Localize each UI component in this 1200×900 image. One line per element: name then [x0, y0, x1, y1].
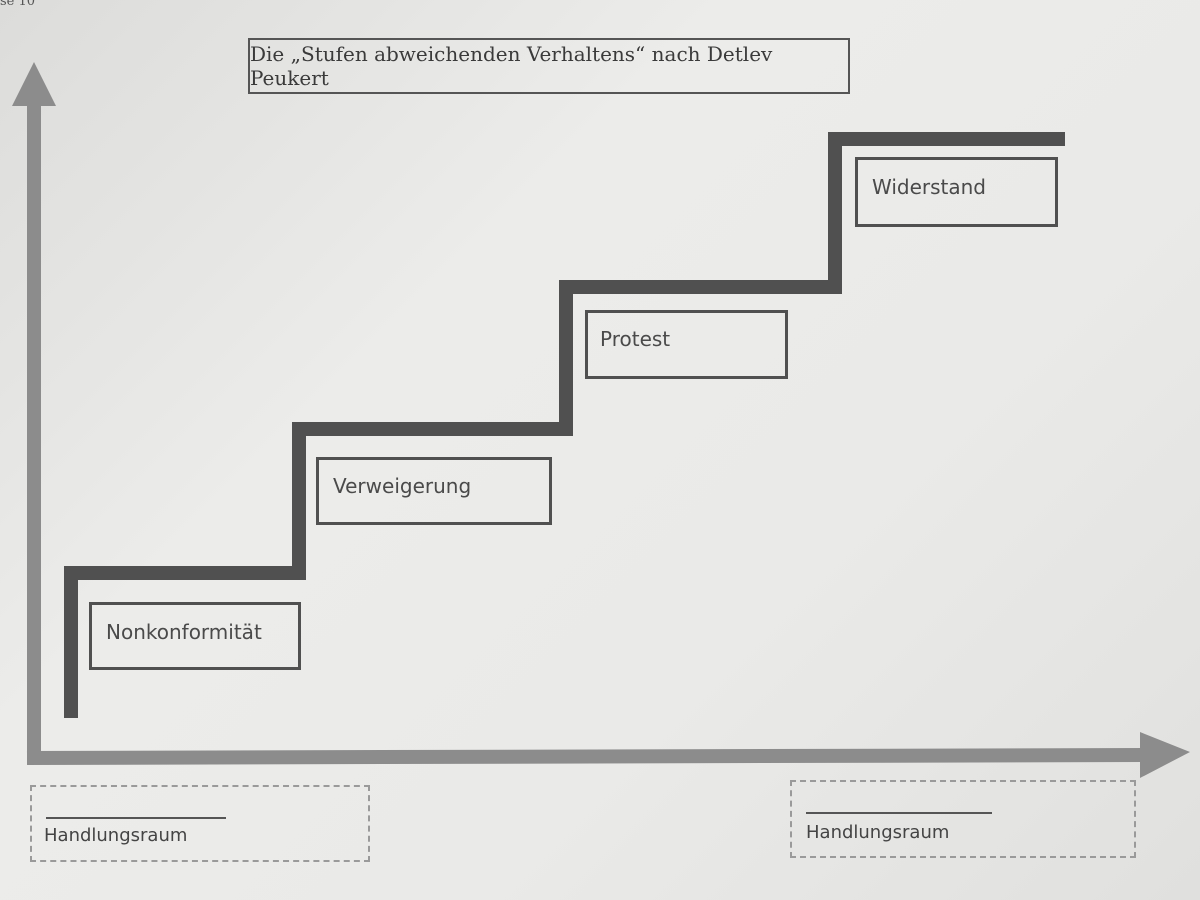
horizontal-axis-arrowhead — [1140, 732, 1190, 778]
answer-line-left — [46, 817, 226, 819]
stage-label: Protest — [600, 327, 671, 351]
staircase-line — [64, 132, 1065, 718]
stage-label: Nonkonformität — [106, 620, 262, 644]
horizontal-axis — [26, 748, 1149, 765]
handlungsraum-label-left: Handlungsraum — [44, 825, 188, 846]
stage-box-widerstand: Widerstand — [855, 157, 1058, 227]
stage-label: Widerstand — [872, 175, 987, 199]
answer-slot-left: Handlungsraum — [30, 785, 370, 862]
diagram-title: Die „Stufen abweichenden Verhaltens“ nac… — [248, 38, 850, 94]
answer-line-right — [806, 812, 992, 814]
stage-label: Verweigerung — [333, 474, 472, 498]
handlungsraum-label-right: Handlungsraum — [806, 822, 950, 843]
vertical-axis-arrowhead — [12, 62, 56, 106]
answer-slot-right: Handlungsraum — [790, 780, 1136, 858]
stage-box-protest: Protest — [585, 310, 788, 379]
header-fragment: se 10 — [0, 0, 36, 9]
stage-box-verweigerung: Verweigerung — [316, 457, 552, 525]
stage-box-nonkonformitaet: Nonkonformität — [89, 602, 301, 670]
